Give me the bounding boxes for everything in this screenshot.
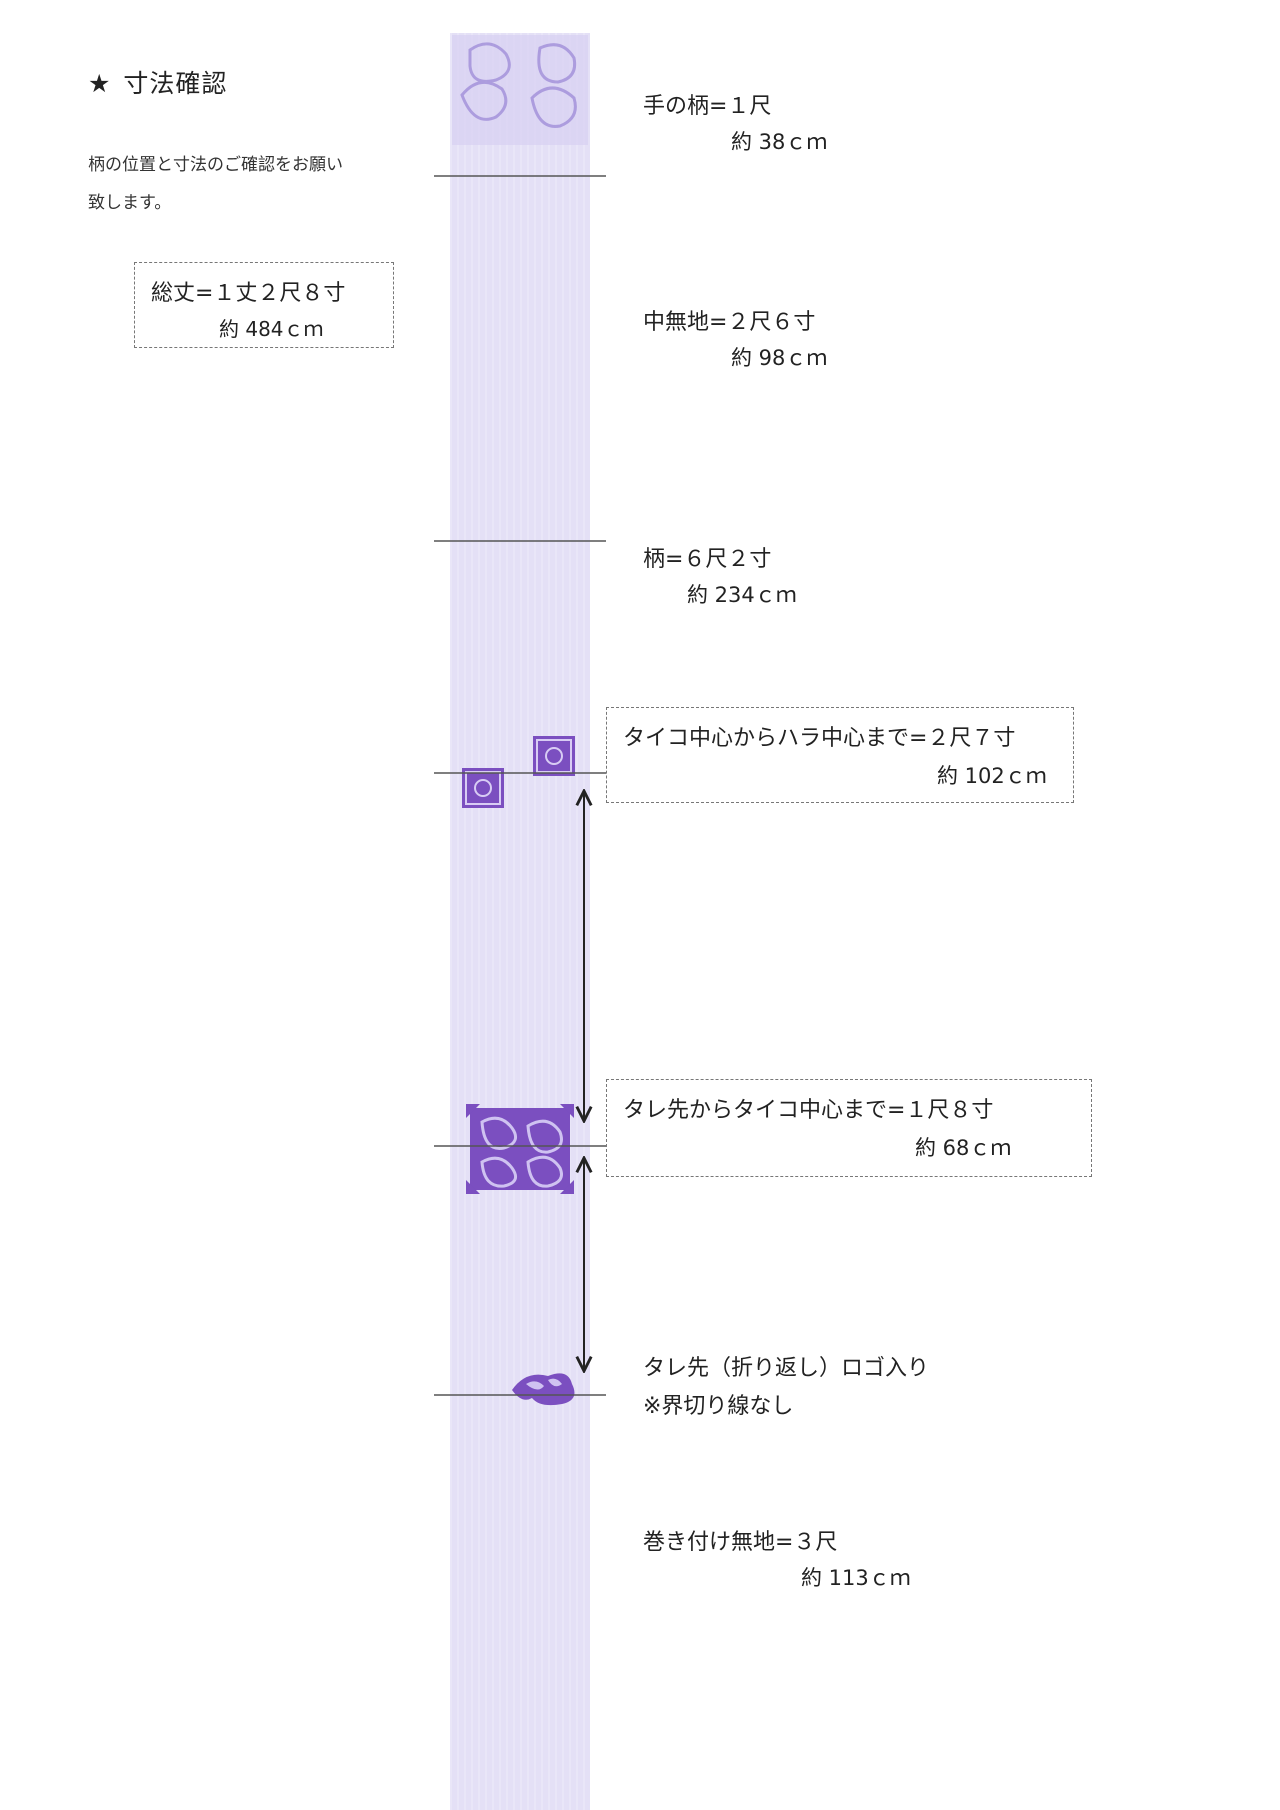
tenogara-label: 手の柄=１尺 bbox=[643, 94, 772, 119]
total-length-cm: 約 484ｃｍ bbox=[219, 317, 324, 341]
total-length-shaku: 総丈=１丈２尺８寸 bbox=[151, 281, 346, 306]
note-line-2: 致します。 bbox=[88, 193, 172, 213]
taiko-hara-cm: 約 102ｃｍ bbox=[937, 764, 1047, 788]
total-length-box: 総丈=１丈２尺８寸 約 484ｃｍ bbox=[134, 262, 394, 348]
nakamuji-cm: 約 98ｃｍ bbox=[731, 346, 828, 370]
makitsuke-label: 巻き付け無地=３尺 bbox=[643, 1530, 838, 1555]
taiko-pattern bbox=[466, 1104, 574, 1194]
obi-strip bbox=[450, 33, 590, 1810]
makitsuke-cm: 約 113ｃｍ bbox=[801, 1566, 911, 1590]
tenogara-cm: 約 38ｃｍ bbox=[731, 130, 828, 154]
taiko-hara-pattern bbox=[462, 736, 575, 808]
nakamuji-label: 中無地=２尺６寸 bbox=[643, 310, 816, 335]
taiko-hara-box: タイコ中心からハラ中心まで=２尺７寸 約 102ｃｍ bbox=[606, 707, 1074, 803]
title-text: 寸法確認 bbox=[123, 69, 228, 98]
taresaki-note: ※界切り線なし bbox=[643, 1394, 794, 1419]
tenogara-pattern bbox=[452, 35, 588, 145]
taresaki-label: タレ先（折り返し）ロゴ入り bbox=[643, 1356, 930, 1381]
tare-taiko-label: タレ先からタイコ中心まで=１尺８寸 bbox=[623, 1098, 994, 1123]
page-title: ★ 寸法確認 bbox=[88, 64, 227, 100]
tare-taiko-box: タレ先からタイコ中心まで=１尺８寸 約 68ｃｍ bbox=[606, 1079, 1092, 1177]
taresaki-logo-pattern bbox=[512, 1373, 575, 1406]
tare-taiko-cm: 約 68ｃｍ bbox=[915, 1136, 1012, 1160]
instruction-note: 柄の位置と寸法のご確認をお願い 致します。 bbox=[88, 146, 343, 222]
star-icon: ★ bbox=[88, 69, 112, 98]
gara-label: 柄=６尺２寸 bbox=[643, 547, 772, 572]
gara-cm: 約 234ｃｍ bbox=[687, 583, 797, 607]
note-line-1: 柄の位置と寸法のご確認をお願い bbox=[88, 155, 343, 175]
taiko-hara-label: タイコ中心からハラ中心まで=２尺７寸 bbox=[623, 726, 1016, 751]
